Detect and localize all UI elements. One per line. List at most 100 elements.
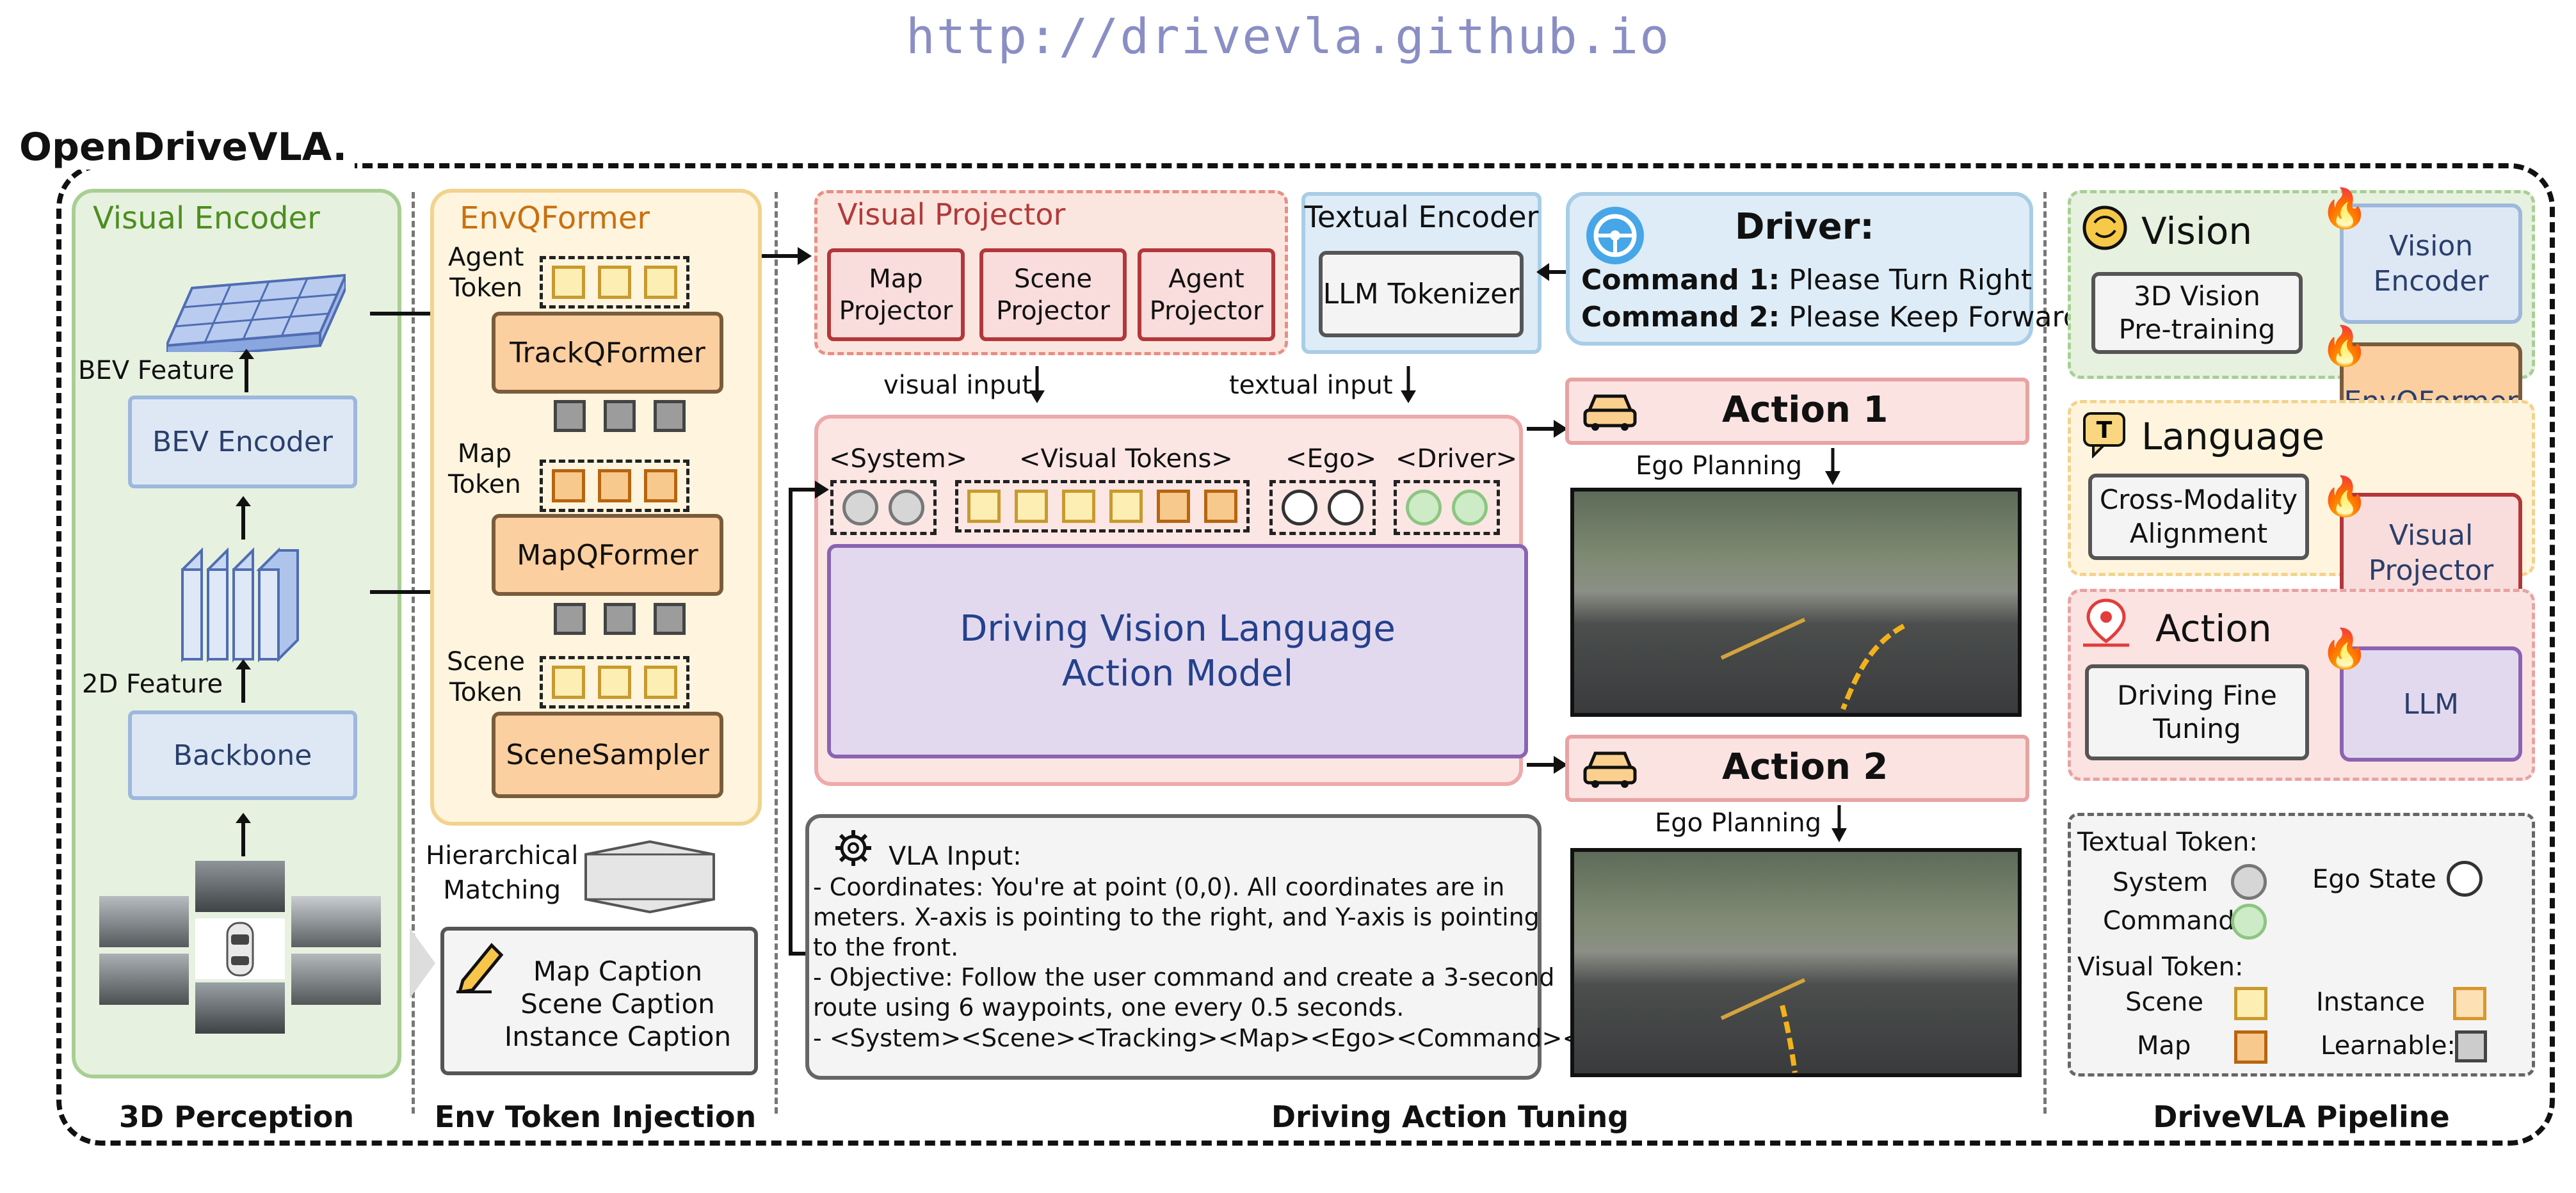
driving-scene-image-2 (1570, 848, 2022, 1077)
command-2-text: Please Keep Forward (1780, 301, 2081, 333)
command-token (1452, 490, 1488, 525)
driver-token-row (1394, 480, 1500, 535)
ego-token (1282, 490, 1317, 525)
hierarchical-matching-label: Hierarchical Matching (426, 841, 579, 905)
system-token-label: <System> (829, 444, 968, 474)
visual-projector-header: Visual Projector (837, 197, 1066, 232)
arrow-up-backbone (236, 659, 251, 703)
legend-scene-swatch (2234, 987, 2267, 1020)
driver-token-label: <Driver> (1396, 444, 1518, 474)
map-token-row (540, 460, 689, 512)
map-token (1204, 490, 1237, 523)
location-pin-icon (2083, 598, 2129, 647)
cross-modality-box: Cross-Modality Alignment (2088, 474, 2309, 560)
matching-hexagon-icon (584, 840, 715, 914)
agent-token-row (540, 256, 689, 308)
agent-token (644, 266, 677, 299)
divider-1 (412, 192, 415, 1114)
arrow-up-cameras (236, 813, 251, 856)
divider-2 (775, 192, 778, 1114)
section-label-tuning: Driving Action Tuning (1271, 1100, 1629, 1134)
legend-command-swatch (2231, 904, 2267, 940)
instance-token (1109, 490, 1143, 523)
driver-title: Driver: (1735, 206, 1874, 248)
vla-input-box (805, 814, 1542, 1080)
vla-input-lines: - Coordinates: You're at point (0,0). Al… (813, 872, 1712, 1053)
ego-token (1328, 490, 1364, 525)
section-label-perception: 3D Perception (118, 1100, 355, 1134)
driving-finetuning-box: Driving Fine Tuning (2085, 664, 2309, 760)
textual-input-label: textual input (1229, 371, 1393, 400)
learnable-token (604, 603, 636, 635)
map-token (598, 469, 631, 502)
2d-feature-label: 2D Feature (82, 669, 223, 699)
ego-planning-label-2: Ego Planning (1655, 808, 1822, 838)
vla-input-line: meters. X-axis is pointing to the right,… (813, 903, 1540, 932)
system-token-row (830, 480, 937, 535)
legend-scene-label: Scene (2125, 988, 2203, 1017)
feature-stack-icon (181, 547, 299, 662)
agent-token (552, 266, 585, 299)
arrow-input-to-model (789, 481, 829, 956)
vla-input-line: route using 6 waypoints, one every 0.5 s… (813, 993, 1405, 1022)
llm-tokenizer-box: LLM Tokenizer (1319, 251, 1524, 337)
car-icon (1583, 394, 1637, 431)
scene-token (644, 666, 677, 699)
map-token (644, 469, 677, 502)
command-1-label: Command 1: (1581, 264, 1780, 296)
pipeline-action-label: Action (2155, 607, 2272, 650)
llm-pipeline-box: LLM (2340, 646, 2522, 762)
action-1-label: Action 1 (1722, 389, 1888, 431)
action-1-box (1565, 378, 2029, 445)
action-2-box (1565, 735, 2029, 802)
map-projector-box: Map Projector (827, 248, 965, 341)
learnable-token (654, 603, 686, 635)
legend-visual-header: Visual Token: (2077, 952, 2244, 982)
legend-ego-state-swatch (2447, 861, 2483, 897)
action-2-label: Action 2 (1722, 746, 1888, 788)
surround-cameras (99, 861, 381, 1034)
mapqformer-box: MapQFormer (492, 514, 723, 596)
command-2-label: Command 2: (1581, 301, 1780, 333)
visual-encoder-header: Visual Encoder (93, 200, 320, 236)
textual-encoder-header: Textual Encoder (1304, 200, 1539, 234)
agent-projector-box: Agent Projector (1138, 248, 1275, 341)
envqformer-header: EnvQFormer (460, 200, 650, 236)
bev-encoder-box: BEV Encoder (128, 396, 357, 488)
scenesampler-box: SceneSampler (492, 712, 723, 798)
scene-projector-box: Scene Projector (979, 248, 1127, 341)
legend-system-swatch (2231, 864, 2267, 900)
trackqformer-box: TrackQFormer (492, 312, 723, 394)
fire-icon: 🔥 (2321, 474, 2369, 519)
map-token-label: Map Token (448, 439, 521, 499)
visual-tokens-label: <Visual Tokens> (1019, 444, 1233, 474)
legend-system-label: System (2113, 868, 2209, 897)
scene-token (1062, 490, 1095, 523)
vla-input-line: to the front. (813, 933, 959, 962)
arrow-up-bev (239, 349, 254, 392)
outer-frame (56, 163, 2555, 1146)
scene-token (552, 666, 585, 699)
learnable-token (554, 603, 586, 635)
page-url: http://drivevla.github.io (906, 8, 1670, 65)
section-label-env: Env Token Injection (434, 1100, 757, 1134)
caption-item: Scene Caption (520, 988, 715, 1020)
command-1: Command 1: Please Turn Right (1581, 264, 2032, 296)
legend-textual-header: Textual Token: (2077, 828, 2258, 857)
pipeline-language-label: Language (2141, 415, 2325, 458)
fire-icon: 🔥 (2321, 186, 2369, 231)
legend-map-label: Map (2137, 1031, 2191, 1061)
pen-icon (456, 943, 504, 993)
agent-token (598, 266, 631, 299)
arrow-ego-planning-2 (1831, 805, 1847, 842)
map-token (1157, 490, 1190, 523)
legend-learnable-swatch (2455, 1030, 2487, 1062)
ego-planning-label-1: Ego Planning (1636, 451, 1803, 481)
command-2: Command 2: Please Keep Forward (1581, 301, 2081, 333)
legend-learnable-label: Learnable: (2321, 1031, 2456, 1061)
ego-token-label: <Ego> (1285, 444, 1377, 474)
caption-item: Instance Caption (504, 1021, 732, 1053)
scene-token (967, 490, 1001, 523)
driving-scene-image-1 (1570, 488, 2022, 717)
captions-list: Map Caption Scene Caption Instance Capti… (474, 955, 762, 1053)
